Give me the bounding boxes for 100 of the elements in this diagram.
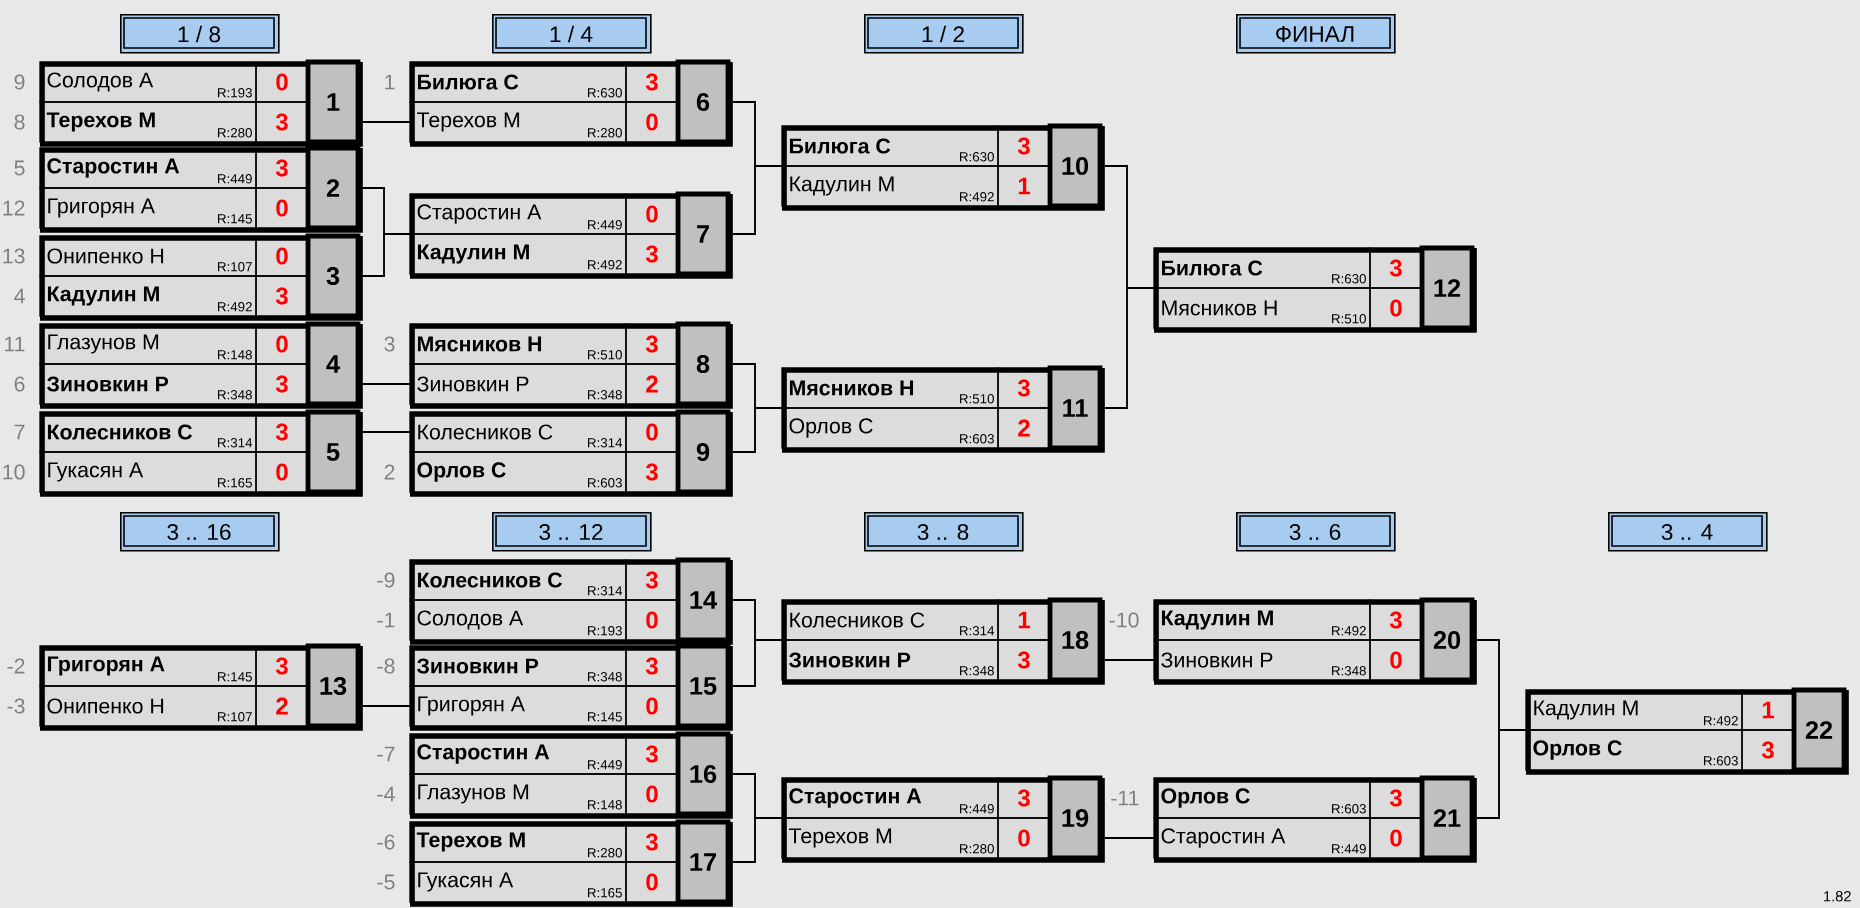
player-name: Билюга С: [1162, 260, 1263, 276]
match-number: 2: [305, 145, 361, 231]
match-number: 7: [675, 191, 731, 277]
round-header: 1 / 2: [864, 14, 1024, 54]
match-box: [39, 409, 363, 497]
bracket-line: [361, 233, 411, 277]
player-name: Мясников Н: [417, 336, 542, 352]
seed-number: -4: [377, 786, 395, 802]
player-name: Колесников С: [47, 424, 193, 440]
match-number: 8: [675, 321, 731, 407]
match-box: [409, 321, 733, 409]
seed-number: -10: [1109, 612, 1139, 628]
seed-number: 10: [3, 464, 25, 480]
match-box: [409, 819, 733, 907]
player-name: Гукасян А: [48, 462, 144, 482]
round-header: 3 .. 8: [864, 512, 1024, 552]
player-name: Солодов А: [47, 72, 154, 92]
match-number: 22: [1791, 687, 1847, 773]
round-header: ФИНАЛ: [1236, 14, 1396, 54]
match-box: [1153, 775, 1477, 863]
player-name: Орлов С: [1161, 788, 1250, 808]
player-name: Зиновкин Р: [1161, 652, 1273, 668]
player-name: Билюга С: [789, 138, 891, 154]
bracket-line: [1103, 287, 1155, 409]
match-box: [409, 731, 733, 819]
player-name: Старостин А: [1161, 828, 1286, 848]
seed-number: -1: [377, 612, 395, 628]
seed-number: 11: [4, 336, 25, 352]
match-number: 20: [1419, 597, 1475, 683]
seed-number: 7: [14, 424, 25, 440]
seed-number: 5: [14, 160, 25, 176]
seed-number: -7: [377, 746, 395, 762]
player-name: Зиновкин Р: [47, 376, 169, 392]
player-name: Кадулин М: [417, 244, 529, 264]
player-name: Гукасян А: [418, 872, 514, 892]
player-name: Мясников Н: [789, 380, 914, 396]
seed-number: -5: [377, 874, 395, 890]
player-name: Солодов А: [417, 610, 524, 630]
player-name: Глазунов М: [48, 334, 159, 354]
seed-number: -6: [377, 834, 395, 850]
seed-number: 1: [385, 74, 395, 90]
player-name: Зиновкин Р: [417, 376, 529, 392]
player-name: Терехов М: [46, 112, 155, 132]
match-number: 11: [1047, 365, 1103, 451]
seed-number: -8: [377, 658, 395, 674]
player-name: Орлов С: [1533, 740, 1622, 760]
match-number: 4: [305, 321, 361, 407]
match-box: [39, 233, 363, 321]
round-header: 3 .. 16: [120, 512, 280, 552]
bracket-line: [731, 407, 783, 453]
player-name: Старостин А: [789, 788, 922, 808]
match-box: [781, 365, 1105, 453]
player-name: Зиновкин Р: [417, 658, 539, 674]
bracket-line: [731, 165, 783, 235]
match-box: [781, 775, 1105, 863]
seed-number: -2: [7, 658, 25, 674]
player-name: Кадулин М: [47, 286, 159, 306]
seed-number: 6: [14, 376, 25, 392]
match-number: 14: [675, 557, 731, 643]
seed-number: 8: [14, 114, 25, 130]
player-name: Колесников С: [417, 572, 563, 588]
player-name: Терехов М: [417, 112, 520, 132]
round-header: 1 / 4: [492, 14, 652, 54]
match-number: 3: [305, 233, 361, 319]
match-number: 9: [675, 409, 731, 495]
player-name: Старостин А: [47, 158, 180, 178]
seed-number: -9: [377, 572, 395, 588]
bracket-line: [361, 121, 411, 123]
player-name: Терехов М: [789, 828, 892, 848]
player-name: Мясников Н: [1162, 300, 1277, 316]
match-box: [409, 409, 733, 497]
match-number: 18: [1047, 597, 1103, 683]
match-number: 21: [1419, 775, 1475, 861]
match-box: [1153, 597, 1477, 685]
bracket-line: [731, 639, 783, 687]
bracket-line: [731, 817, 783, 863]
player-name: Орлов С: [789, 418, 873, 438]
player-name: Колесников С: [790, 612, 925, 628]
player-name: Старостин А: [417, 744, 550, 764]
bracket-line: [361, 383, 411, 385]
bracket-line: [1475, 729, 1527, 819]
match-number: 13: [305, 643, 361, 729]
player-name: Билюга С: [417, 74, 519, 90]
match-number: 6: [675, 59, 731, 145]
player-name: Онипенко Н: [47, 248, 164, 264]
match-box: [1525, 687, 1849, 775]
player-name: Григорян А: [418, 696, 525, 716]
match-number: 5: [305, 409, 361, 495]
player-name: Кадулин М: [790, 176, 894, 196]
seed-number: 2: [384, 464, 395, 480]
bracket-line: [1103, 659, 1155, 661]
seed-number: 9: [14, 74, 25, 90]
player-name: Орлов С: [417, 462, 506, 482]
player-name: Колесников С: [418, 424, 553, 440]
match-number: 16: [675, 731, 731, 817]
player-name: Терехов М: [416, 832, 525, 852]
match-number: 12: [1419, 245, 1475, 331]
match-box: [409, 191, 733, 279]
player-name: Зиновкин Р: [789, 652, 911, 668]
bracket-line: [361, 431, 411, 433]
